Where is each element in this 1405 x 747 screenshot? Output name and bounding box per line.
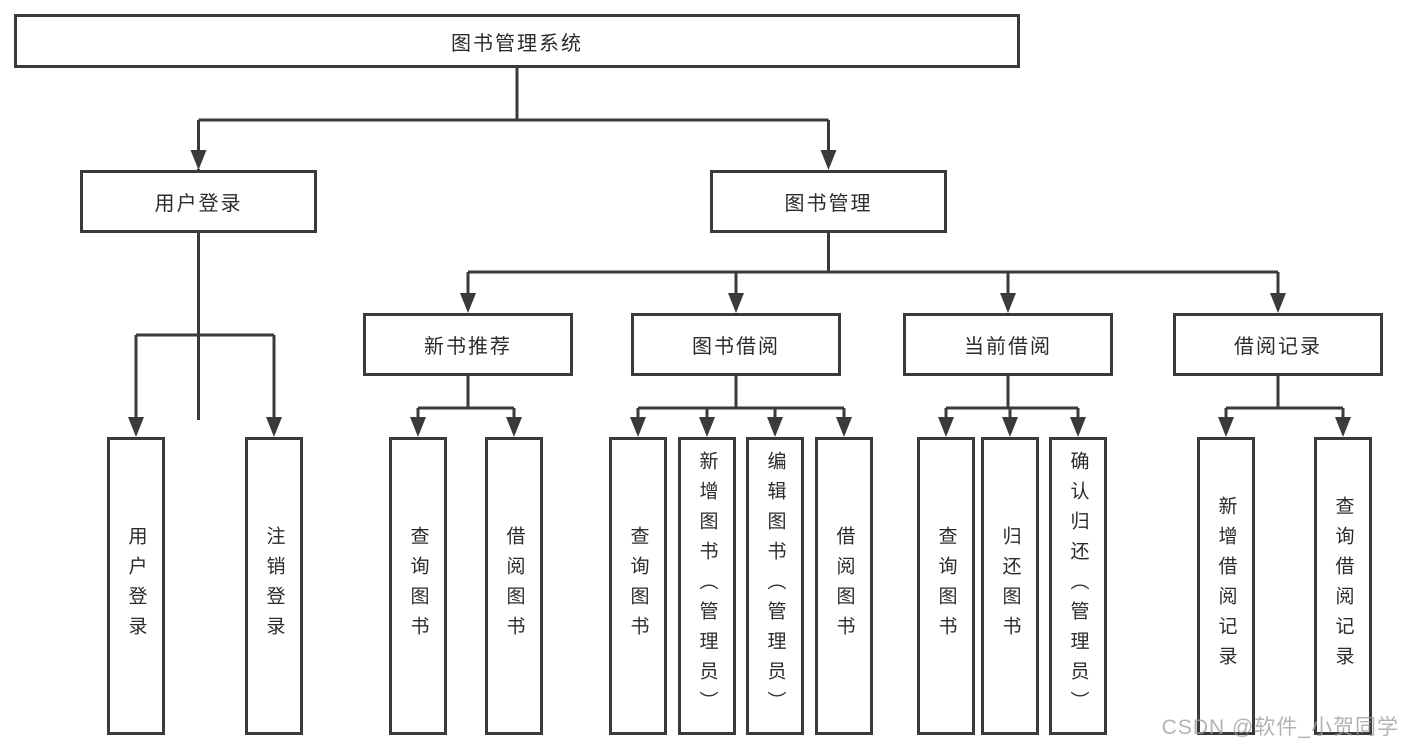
node-book-borrowing: 图书借阅	[631, 313, 841, 376]
node-label: 用户登录	[154, 193, 243, 215]
node-user-login-branch: 用户登录	[80, 170, 317, 233]
leaf-logout: 注销登录	[245, 437, 303, 735]
node-label: 新书推荐	[424, 336, 512, 358]
node-root-system: 图书管理系统	[14, 14, 1020, 68]
leaf-add-book-admin: 新增图书（管理员）	[678, 437, 736, 735]
arrowhead	[1002, 417, 1018, 437]
leaf-label: 归还图书	[999, 526, 1021, 646]
leaf-edit-book-admin: 编辑图书（管理员）	[746, 437, 804, 735]
leaf-borrow-books: 借阅图书	[815, 437, 873, 735]
arrowhead	[1335, 417, 1351, 437]
leaf-label: 查询图书	[407, 526, 429, 646]
leaf-label: 编辑图书（管理员）	[764, 451, 786, 721]
leaf-query-books-borrowing: 查询图书	[609, 437, 667, 735]
node-current-borrowing: 当前借阅	[903, 313, 1113, 376]
arrowhead	[460, 293, 476, 313]
node-label: 图书管理	[784, 193, 873, 215]
leaf-label: 查询图书	[627, 526, 649, 646]
arrowhead	[1000, 293, 1016, 313]
leaf-confirm-return-admin: 确认归还（管理员）	[1049, 437, 1107, 735]
arrowhead	[938, 417, 954, 437]
leaf-query-books-recommend: 查询图书	[389, 437, 447, 735]
leaf-label: 用户登录	[125, 526, 147, 646]
leaf-borrow-books-recommend: 借阅图书	[485, 437, 543, 735]
arrowhead	[410, 417, 426, 437]
arrowhead	[506, 417, 522, 437]
leaf-return-books: 归还图书	[981, 437, 1039, 735]
node-new-book-recommendation: 新书推荐	[363, 313, 573, 376]
arrowhead	[728, 293, 744, 313]
arrowhead	[630, 417, 646, 437]
leaf-query-borrow-record: 查询借阅记录	[1314, 437, 1372, 735]
arrowhead	[1070, 417, 1086, 437]
arrowhead	[1218, 417, 1234, 437]
leaf-query-books-current: 查询图书	[917, 437, 975, 735]
leaf-label: 确认归还（管理员）	[1067, 451, 1089, 721]
arrowhead	[266, 417, 282, 437]
node-borrowing-records: 借阅记录	[1173, 313, 1383, 376]
node-book-management-branch: 图书管理	[710, 170, 947, 233]
arrowhead	[820, 150, 837, 170]
leaf-user-login: 用户登录	[107, 437, 165, 735]
leaf-label: 新增借阅记录	[1215, 496, 1237, 676]
arrowhead	[699, 417, 715, 437]
leaf-add-borrow-record: 新增借阅记录	[1197, 437, 1255, 735]
arrowhead	[836, 417, 852, 437]
node-label: 图书借阅	[692, 336, 780, 358]
leaf-label: 借阅图书	[503, 526, 525, 646]
leaf-label: 借阅图书	[833, 526, 855, 646]
leaf-label: 查询图书	[935, 526, 957, 646]
arrowhead	[128, 417, 144, 437]
node-root-label: 图书管理系统	[451, 32, 583, 55]
leaf-label: 查询借阅记录	[1332, 496, 1354, 676]
arrowhead	[190, 150, 207, 170]
arrowhead	[1270, 293, 1286, 313]
node-label: 当前借阅	[964, 336, 1052, 358]
leaf-label: 新增图书（管理员）	[696, 451, 718, 721]
node-label: 借阅记录	[1234, 336, 1322, 358]
leaf-label: 注销登录	[263, 526, 285, 646]
arrowhead	[767, 417, 783, 437]
